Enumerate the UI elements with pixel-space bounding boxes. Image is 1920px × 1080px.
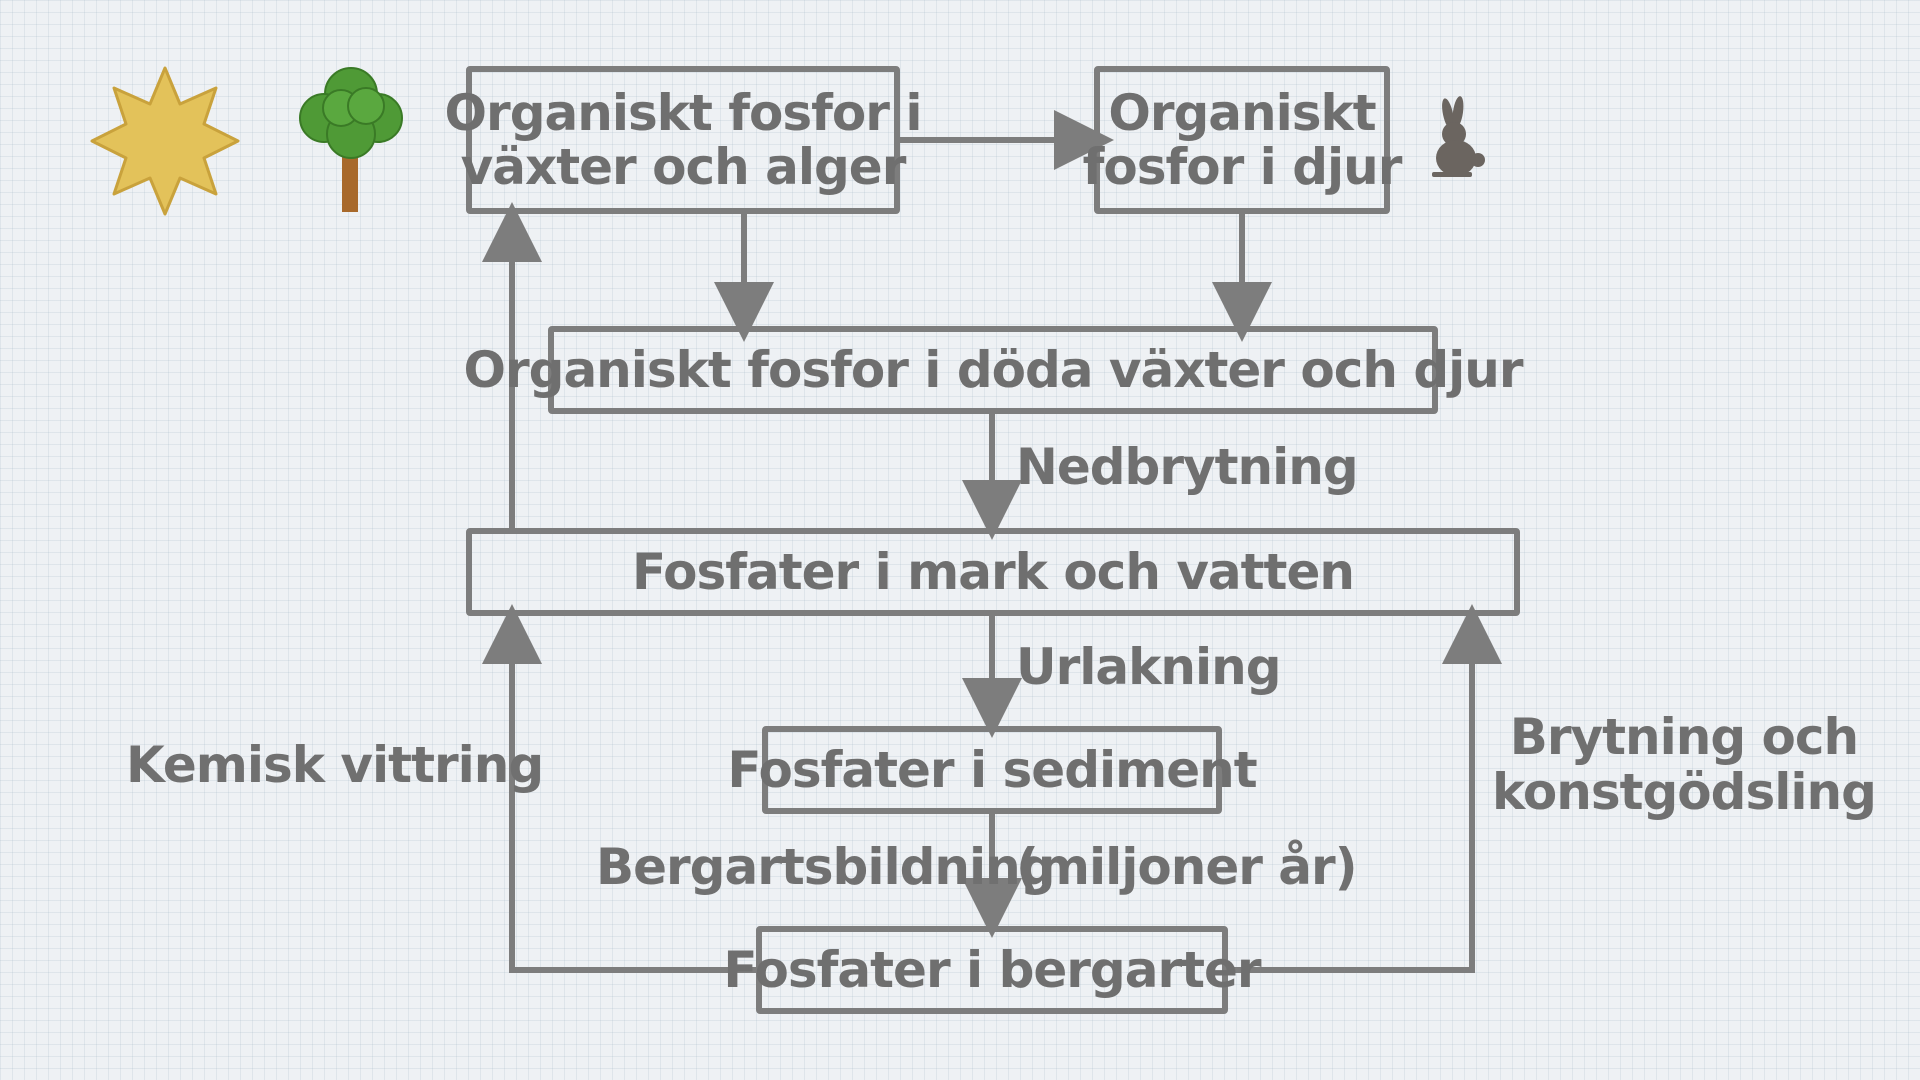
arrow-weathering-loop [482, 604, 756, 973]
label-chemical-weathering: Kemisk vittring [126, 736, 544, 794]
node-dead: Organiskt fosfor i döda växter och djur [463, 326, 1524, 414]
rabbit-icon [1432, 96, 1485, 177]
node-plants: Organiskt fosfor i växter och alger [445, 66, 922, 214]
arrow-mining-loop [1228, 604, 1502, 973]
node-rock: Fosfater i bergarter [723, 926, 1262, 1014]
node-sediment: Fosfater i sediment [727, 726, 1258, 814]
label-millions-of-years: (miljoner år) [1016, 838, 1358, 896]
tree-icon [299, 67, 403, 212]
label-rock-formation: Bergartsbildning [596, 838, 1056, 896]
node-soil-water: Fosfater i mark och vatten [466, 528, 1520, 616]
node-animals: Organiskt fosfor i djur [1083, 66, 1402, 214]
sun-icon [90, 66, 240, 216]
label-decomposition: Nedbrytning [1016, 438, 1359, 496]
label-mining-fertilizer: Brytning och konstgödsling [1492, 708, 1877, 821]
label-leaching: Urlakning [1016, 638, 1282, 696]
